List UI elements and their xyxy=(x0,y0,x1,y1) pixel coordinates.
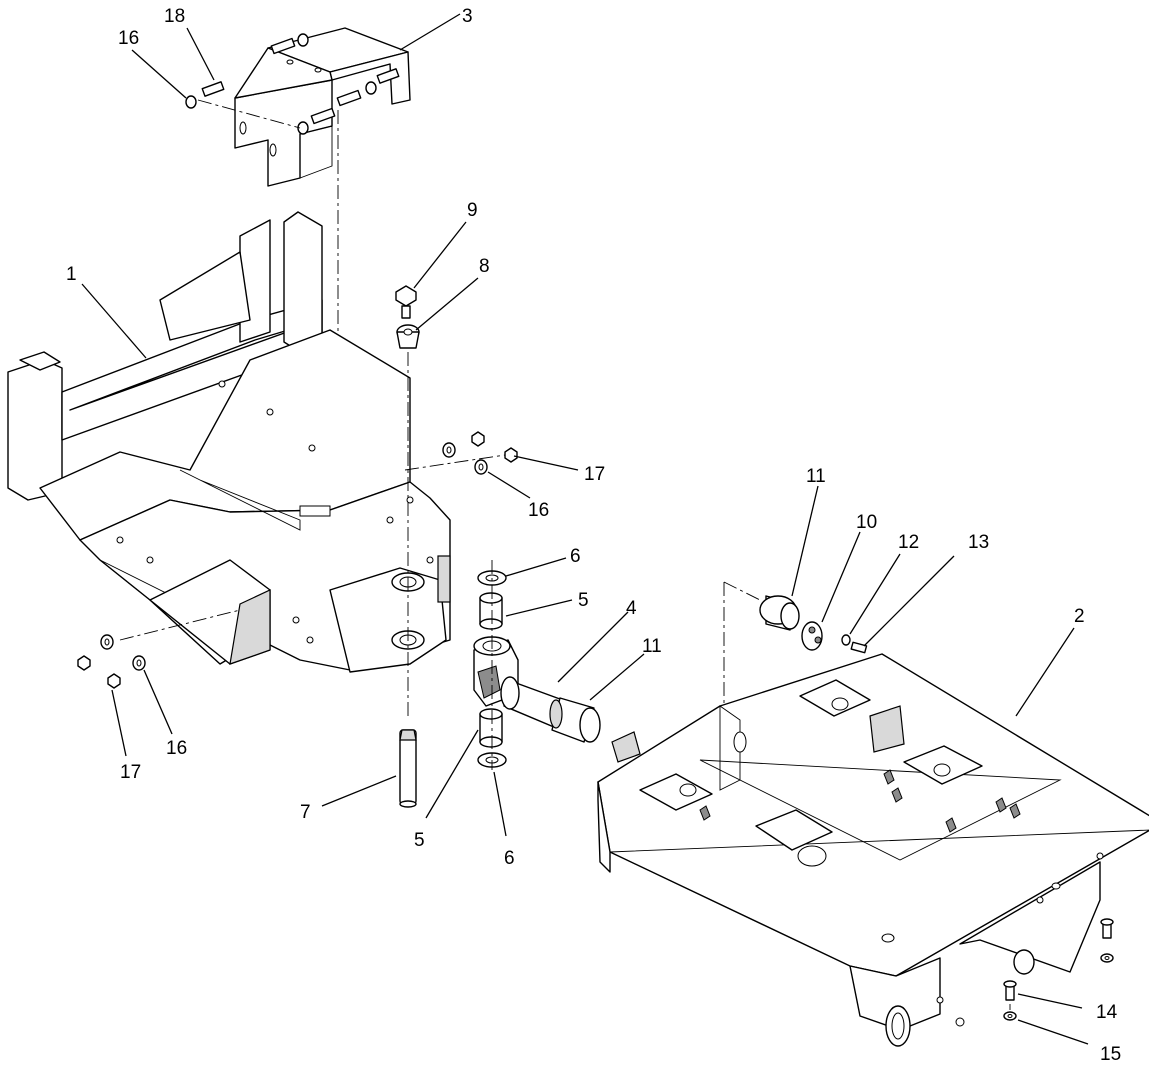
cap-screw-part-13 xyxy=(850,641,868,654)
callout-6-top: 6 xyxy=(570,546,581,567)
callout-16-left: 16 xyxy=(166,738,187,759)
callout-11-upper: 11 xyxy=(806,466,826,487)
callout-17-left: 17 xyxy=(120,762,141,783)
bolt-part-18 xyxy=(201,37,400,125)
callout-5-bottom: 5 xyxy=(414,830,425,851)
callout-1: 1 xyxy=(66,264,77,285)
callout-11-lower: 11 xyxy=(642,636,662,657)
callout-16-right: 16 xyxy=(528,500,549,521)
callout-3: 3 xyxy=(462,6,473,27)
callout-4: 4 xyxy=(626,598,637,619)
centerline-frame-bolts-top xyxy=(404,454,506,471)
mounting-bracket-part-3 xyxy=(234,27,411,187)
callout-8: 8 xyxy=(479,256,490,277)
callout-17-right: 17 xyxy=(584,464,605,485)
bolt-part-14 xyxy=(1003,918,1114,1001)
centerline-upper-bearing xyxy=(723,581,761,601)
bushing-part-5-bottom xyxy=(479,708,503,748)
nut-part-17 xyxy=(77,431,518,689)
retainer-plate-part-10 xyxy=(801,621,823,651)
callout-13: 13 xyxy=(968,532,989,553)
callout-9: 9 xyxy=(467,200,478,221)
washer-part-16-top xyxy=(185,33,377,135)
centerline-frame-bolts-bottom xyxy=(119,609,241,641)
callout-labels: 18 3 16 9 8 1 17 16 6 5 4 11 11 10 12 13… xyxy=(66,6,1121,1065)
main-frame-part-1 xyxy=(7,211,451,673)
washer-part-16-frame xyxy=(100,442,488,671)
carrier-frame-part-2 xyxy=(597,653,1149,1047)
bearing-part-11-lower xyxy=(549,697,601,743)
callout-7: 7 xyxy=(300,802,311,823)
callout-10: 10 xyxy=(856,512,877,533)
centerline-bracket xyxy=(197,99,301,129)
callout-5-top: 5 xyxy=(578,590,589,611)
bushing-part-5-top xyxy=(479,592,503,630)
cap-part-8 xyxy=(396,324,420,349)
callout-18: 18 xyxy=(164,6,185,27)
bearing-part-11-upper xyxy=(759,595,800,631)
callout-6-bottom: 6 xyxy=(504,848,515,869)
callout-15: 15 xyxy=(1100,1044,1121,1065)
callout-12: 12 xyxy=(898,532,919,553)
callout-14: 14 xyxy=(1096,1002,1118,1023)
washer-part-15 xyxy=(1003,953,1114,1021)
callout-16-top: 16 xyxy=(118,28,139,49)
washer-part-12 xyxy=(841,634,851,646)
callout-leaders xyxy=(81,13,1089,1045)
cap-screw-part-9 xyxy=(395,285,417,319)
callout-2: 2 xyxy=(1074,606,1085,627)
pivot-pin-part-7 xyxy=(399,729,417,808)
